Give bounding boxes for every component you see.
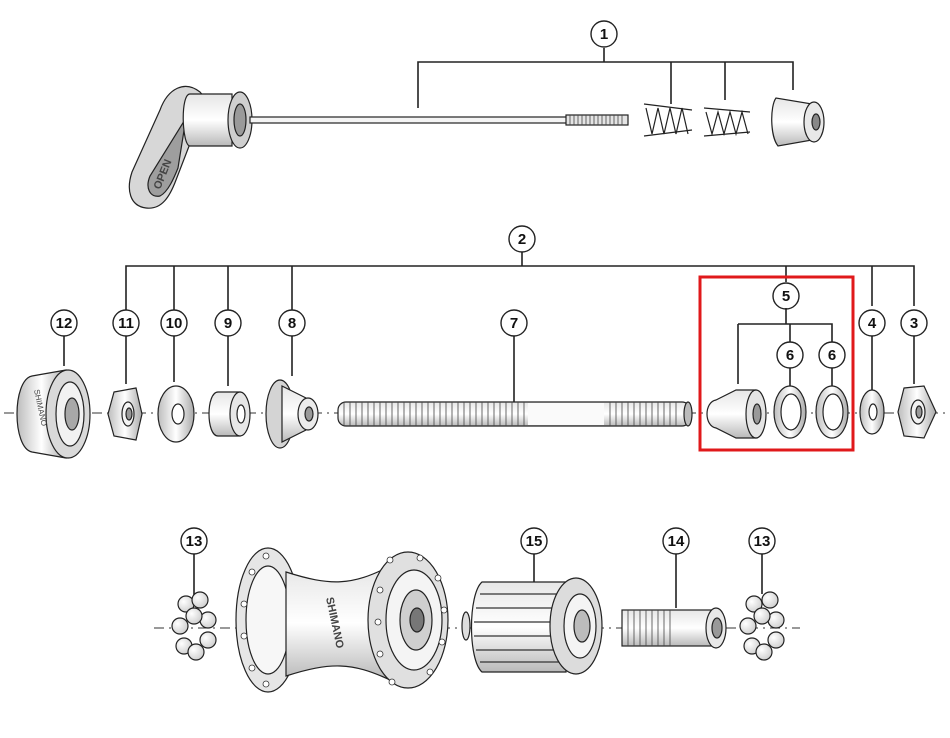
qr-spring-left (643, 103, 693, 137)
callout-1: 1 (590, 20, 618, 48)
callout-11-label: 11 (118, 315, 134, 332)
callout-7: 7 (500, 309, 528, 337)
callout-7-label: 7 (510, 315, 518, 332)
quick-release-assembly: OPEN (128, 20, 825, 209)
qr-lever: OPEN (128, 86, 253, 209)
callout-13-b-label: 13 (754, 533, 771, 550)
callout-14: 14 (662, 527, 690, 555)
callout-2: 2 (508, 225, 536, 253)
part-13-bearings-left (171, 591, 217, 661)
part-hub-body: SHIMANO (235, 547, 449, 693)
callout-4: 4 (858, 309, 886, 337)
axle-assembly: SHIMANO (4, 225, 946, 459)
callout-2-label: 2 (518, 231, 526, 248)
callout-6-a-label: 6 (786, 347, 794, 364)
bracket-5 (737, 308, 833, 388)
qr-skewer-thread (565, 114, 629, 126)
callout-13-a-label: 13 (186, 533, 203, 550)
hub-body-assembly: SHIMANO (154, 527, 800, 693)
part-9-spacer (208, 391, 251, 437)
part-14-freehub-sleeve (621, 607, 727, 649)
callout-5-label: 5 (782, 288, 790, 305)
sleeve-thread (627, 610, 671, 646)
part-5-cone (706, 389, 767, 439)
part-6-seal-a (773, 385, 807, 439)
callout-13-b: 13 (748, 527, 776, 555)
callout-9: 9 (214, 309, 242, 337)
hub-flange-holes (240, 552, 448, 688)
part-10-washer (157, 385, 195, 443)
callout-8-label: 8 (288, 315, 296, 332)
qr-spring-right (703, 107, 751, 137)
qr-skewer-rod (249, 116, 569, 124)
leader-lines-row2 (63, 336, 915, 402)
callout-11: 11 (112, 309, 140, 337)
callout-8: 8 (278, 309, 306, 337)
callout-13-a: 13 (180, 527, 208, 555)
callout-6-a: 6 (776, 341, 804, 369)
callout-6-b: 6 (818, 341, 846, 369)
part-15-freehub-body (461, 577, 603, 675)
callout-12: 12 (50, 309, 78, 337)
callout-4-label: 4 (868, 315, 877, 332)
callout-15-label: 15 (526, 533, 543, 550)
bracket-2 (125, 252, 915, 310)
part-3-lock-nut (897, 385, 937, 439)
part-6-seal-b (815, 385, 849, 439)
part-4-washer (859, 389, 885, 435)
part-11-lock-nut (107, 387, 143, 441)
callout-10-label: 10 (166, 315, 183, 332)
callout-1-label: 1 (600, 26, 608, 43)
part-8-cone (265, 379, 319, 449)
qr-adjusting-nut (771, 97, 825, 147)
callout-5: 5 (772, 282, 800, 310)
callout-6-b-label: 6 (828, 347, 836, 364)
callout-3-label: 3 (910, 315, 918, 332)
callout-12-label: 12 (56, 315, 73, 332)
callout-15: 15 (520, 527, 548, 555)
part-13-bearings-right (739, 591, 785, 661)
part-7-axle (337, 401, 693, 427)
axle-thread-right (609, 402, 677, 426)
callout-10: 10 (160, 309, 188, 337)
leader-lines-row3 (193, 554, 763, 608)
highlight-box (698, 275, 855, 452)
bracket-1 (417, 48, 794, 108)
part-12-cone-cap: SHIMANO (16, 369, 91, 459)
axle-thread-left (343, 402, 525, 426)
callout-14-label: 14 (668, 533, 685, 550)
callout-9-label: 9 (224, 315, 232, 332)
callout-3: 3 (900, 309, 928, 337)
